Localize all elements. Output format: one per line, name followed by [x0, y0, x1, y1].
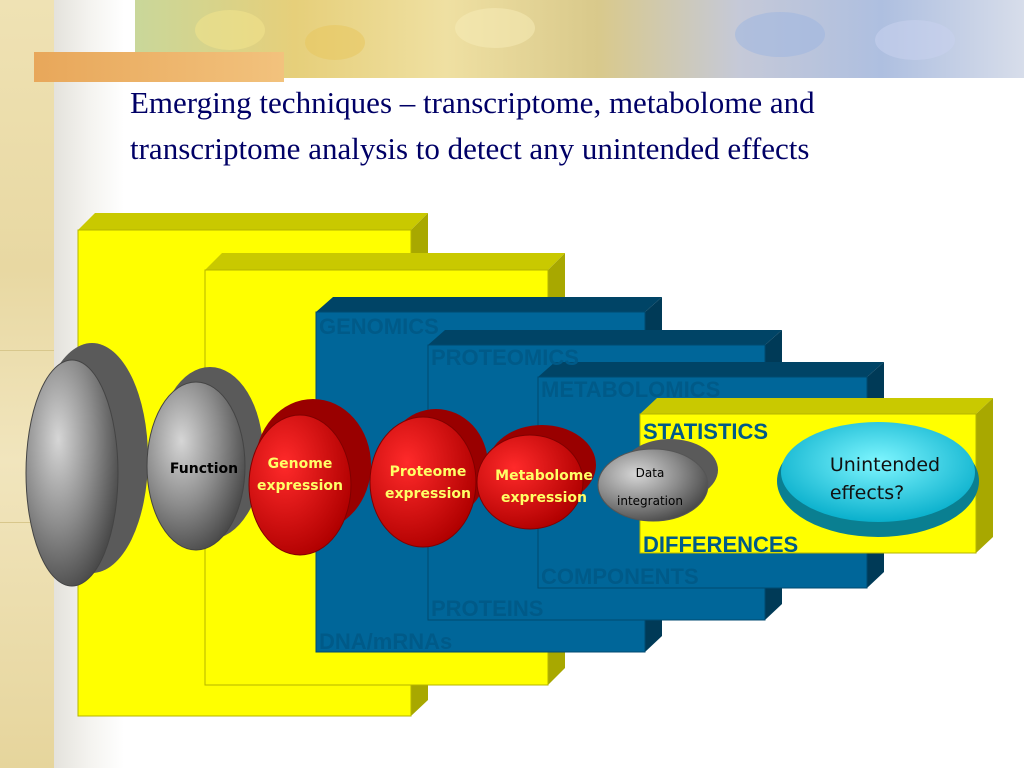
data-integration-oval	[597, 439, 718, 522]
differences-label: DIFFERENCES	[643, 532, 799, 557]
banner-petal	[195, 10, 265, 50]
statistics-label: STATISTICS	[643, 419, 769, 444]
phenotypics-label: PHENOTYPICS	[208, 273, 366, 298]
layer-top-face	[316, 297, 662, 312]
plant-disc-oval	[25, 343, 148, 587]
genome-oval-label: Genome expression	[257, 456, 343, 494]
dna-mrnas-label: DNA/mRNAs	[319, 629, 453, 654]
metabolomics-label: METABOLOMICS	[541, 377, 721, 402]
banner-petal	[305, 25, 365, 60]
genome-expression-oval	[248, 399, 371, 556]
layer-top-face	[78, 213, 428, 230]
function-disc-oval	[146, 367, 263, 551]
layer-top-face	[205, 253, 565, 270]
components-label: COMPONENTS	[541, 564, 699, 589]
agronomics-label: AGRONOMICS	[80, 232, 234, 257]
banner-petal	[455, 8, 535, 48]
layer-top-face	[640, 398, 993, 414]
proteome-expression-oval	[369, 409, 488, 548]
genomics-label: GENOMICS	[319, 314, 439, 339]
banner-petal	[735, 12, 825, 57]
strip-divider	[0, 522, 54, 523]
proteins-label: PROTEINS	[431, 596, 544, 621]
top-decorative-banner	[135, 0, 1024, 78]
unintended-effects-oval	[777, 422, 979, 537]
strip-divider	[0, 350, 54, 351]
metabolome-expression-oval	[476, 425, 596, 530]
proteome-oval-label: Proteome expression	[385, 464, 471, 502]
data-integration-oval-label: Data integration	[617, 466, 683, 508]
layer-side-face	[976, 398, 993, 553]
function-oval-label: Function	[169, 461, 239, 477]
unintended-effects-oval-label: Unintended effects?	[829, 454, 941, 504]
plant-label: PLANT	[80, 694, 154, 719]
banner-petal	[875, 20, 955, 60]
slide-title: Emerging techniques – transcriptome, met…	[130, 85, 815, 166]
layer-top-face	[428, 330, 782, 345]
tissue-label: TISSUE	[208, 662, 288, 687]
layer-top-face	[538, 362, 884, 377]
metabolome-oval-label: Metabolome expression	[495, 468, 593, 506]
orange-accent-bar	[34, 52, 284, 82]
proteomics-label: PROTEOMICS	[431, 345, 579, 370]
